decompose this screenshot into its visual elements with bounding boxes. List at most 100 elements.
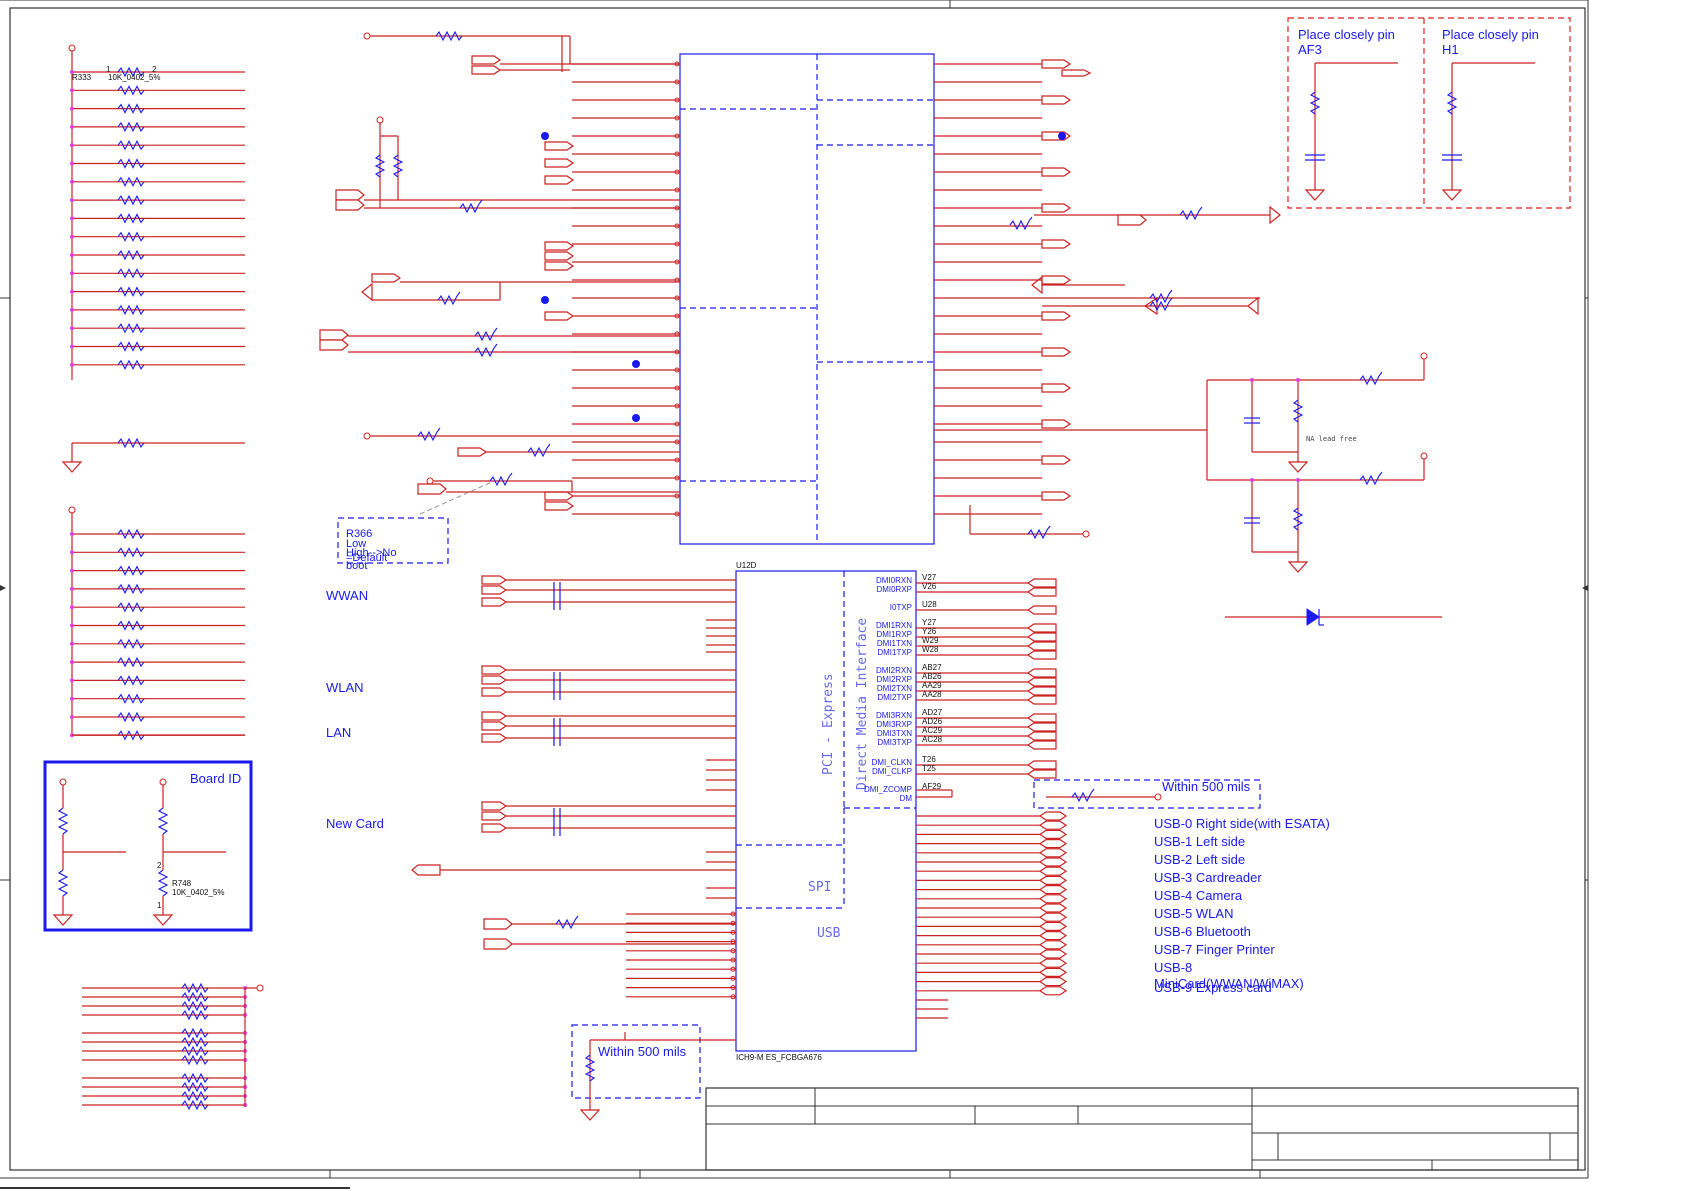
usb-port	[1038, 875, 1068, 885]
ic-pin-ring	[674, 133, 680, 139]
ladder-node	[70, 124, 74, 129]
boot-strap-note: R366 Low High-->No =Default boot	[337, 517, 449, 572]
na-lead-free-note: NA lead free	[1306, 435, 1357, 443]
net-port	[544, 261, 575, 271]
usb-port-label: MiniCard(WWAN/WiMAX)	[1154, 976, 1304, 991]
dmi-port	[1026, 769, 1057, 779]
section-usb: USB	[817, 926, 841, 941]
placement-note-af3-line2: AF3	[1298, 42, 1322, 57]
dmi-pin-name: DMI_CLKP	[872, 767, 912, 776]
dmi-pin-name: DMI_ZCOMP	[864, 785, 912, 794]
section-spi: SPI	[808, 880, 831, 895]
net-port	[544, 491, 575, 501]
ladder-node	[70, 216, 74, 221]
ic-pin-ring	[674, 241, 680, 247]
section-dmi: Direct Media Interface	[855, 618, 870, 790]
usb-port	[1038, 921, 1068, 931]
dmi-pin-name: DMI0RXP	[876, 585, 912, 594]
ic-pin-ring	[730, 920, 736, 926]
ladder-node	[70, 660, 74, 665]
ic-part: ICH9-M ES_FCBGA676	[736, 1053, 822, 1062]
dmi-pin-ball: AF29	[922, 782, 942, 791]
ic-pin-ring	[674, 457, 680, 463]
net-port	[1041, 491, 1072, 501]
board-id-pin2: 2	[157, 861, 162, 870]
dmi-pin-ball: AC28	[922, 735, 943, 744]
label-wlan: WLAN	[326, 680, 364, 695]
ic-pin-ring	[674, 169, 680, 175]
dmi-pin-ball: V27	[922, 573, 937, 582]
usb-port	[1038, 848, 1068, 858]
dmi-pin-name: DMI1RXP	[876, 630, 912, 639]
zcomp-within-500-mils: Within 500 mils	[916, 779, 1261, 809]
placement-note-af3-line1: Place closely pin	[1298, 27, 1395, 42]
ladder-node	[70, 289, 74, 294]
ladder-node	[70, 88, 74, 93]
ic-pin-ring	[674, 493, 680, 499]
usb-port	[1038, 866, 1068, 876]
placement-note-h1-line2: H1	[1442, 42, 1459, 57]
dmi-pin-ball: AA29	[922, 681, 942, 690]
placement-note-boxes: Place closely pin AF3 Place closely pin …	[1287, 17, 1571, 209]
dmi-pin-ball: AD27	[922, 708, 943, 717]
ic-pin-ring	[730, 929, 736, 935]
boot-strap-line4: boot	[346, 560, 367, 572]
board-id-box: Board ID 2 1 R748 10K_0402_5%	[43, 760, 253, 932]
ic-pin-ring	[730, 985, 736, 991]
net-port	[1041, 167, 1072, 177]
net-port	[1041, 383, 1072, 393]
ic-pin-ring	[674, 421, 680, 427]
label-new-card: New Card	[326, 816, 384, 831]
ladder-node	[70, 696, 74, 701]
ladder-node	[70, 70, 74, 74]
dmi-port	[1026, 731, 1057, 741]
resistor-ref-r333: R333	[72, 73, 92, 82]
usb-port-label: USB-7 Finger Printer	[1154, 942, 1275, 957]
ic-pin-ring	[674, 223, 680, 229]
usb-port	[1038, 903, 1068, 913]
pcie-port	[481, 687, 508, 697]
net-port	[1041, 419, 1072, 429]
ladder-node	[70, 179, 74, 184]
usb-port-label: USB-4 Camera	[1154, 888, 1243, 903]
boot-strap-line3: =Default	[346, 552, 387, 564]
usb-rbias-within-500-mils-label: Within 500 mils	[598, 1044, 687, 1059]
boot-strap-ref: R366	[346, 528, 372, 540]
ic-pin-ring	[674, 439, 680, 445]
pcie-port	[481, 675, 508, 685]
dmi-port	[1026, 632, 1057, 642]
board-id-resistor-value: 10K_0402_5%	[172, 888, 225, 897]
dmi-pin-name: DMI2RXP	[876, 675, 912, 684]
pcie-port	[481, 801, 508, 811]
ic-pin-ring	[674, 97, 680, 103]
dmi-port	[1026, 668, 1057, 678]
pcie-interface-labels: WWAN WLAN LAN New Card	[326, 588, 384, 831]
ladder-node	[70, 568, 74, 573]
dmi-pin-ball: Y27	[922, 618, 937, 627]
ic-pin-ring	[674, 367, 680, 373]
dmi-pin-name: DMI_CLKN	[872, 758, 913, 767]
net-port	[1041, 455, 1072, 465]
ic-pin-ring	[674, 313, 680, 319]
ladder-node	[70, 362, 74, 367]
ic-pin-ring	[674, 475, 680, 481]
ladder-node	[70, 586, 74, 591]
ladder-node	[70, 605, 74, 610]
dmi-pin-name: DMI3RXP	[876, 720, 912, 729]
net-port	[544, 311, 575, 321]
right-rc-network: NA lead free	[934, 352, 1428, 573]
board-id-title: Board ID	[190, 771, 241, 786]
net-port	[1041, 95, 1072, 105]
net-port	[1041, 239, 1072, 249]
usb-port-list: USB-0 Right side(with ESATA)USB-1 Left s…	[1154, 816, 1330, 995]
pulldown-resistor-single	[61, 437, 245, 473]
usb-port	[1038, 857, 1068, 867]
ladder-node	[70, 307, 74, 312]
dmi-pin-ball: V26	[922, 582, 937, 591]
resistor-pin1: 1	[106, 65, 111, 74]
ic-pin-ring	[730, 975, 736, 981]
boot-strap-line2: High-->No	[346, 547, 396, 559]
pcie-port	[481, 721, 508, 731]
dmi-pin-name: I0TXP	[890, 603, 912, 612]
